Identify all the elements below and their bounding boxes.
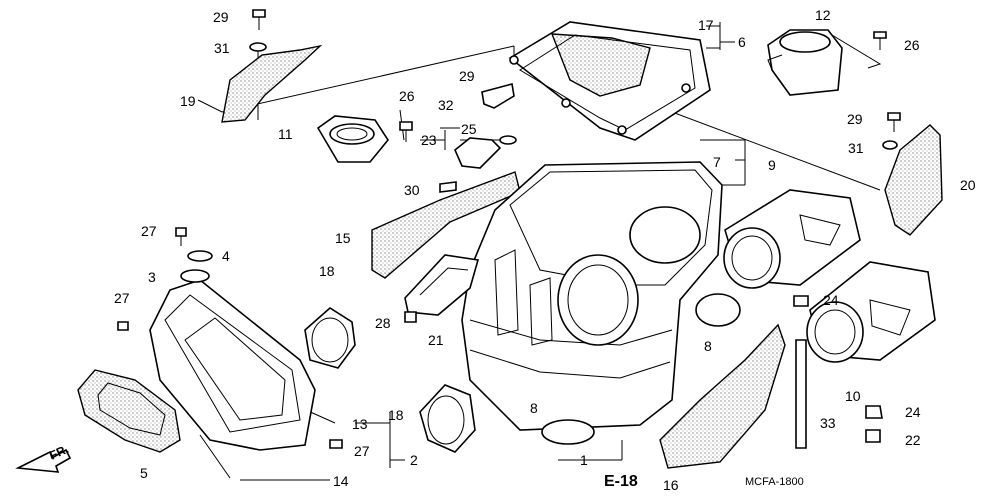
callout-22: 22 — [905, 432, 921, 448]
oring-25 — [499, 135, 517, 145]
callout-32: 32 — [438, 97, 454, 113]
callout-29c: 29 — [847, 111, 863, 127]
bolt-26-top — [873, 31, 887, 50]
callout-24b: 24 — [905, 404, 921, 420]
grommet-3 — [180, 269, 210, 283]
funnel-18-lower — [419, 384, 476, 453]
lower-case-2 — [149, 279, 316, 451]
bracket-32 — [481, 83, 515, 109]
bolt-26-mid — [399, 121, 413, 142]
callout-29b: 29 — [459, 68, 475, 84]
gasket-5 — [77, 369, 181, 453]
side-cover-20 — [884, 124, 943, 236]
callout-26b: 26 — [904, 37, 920, 53]
callout-13: 13 — [352, 416, 368, 432]
callout-16: 16 — [663, 477, 679, 493]
callout-3: 3 — [148, 269, 156, 285]
air-duct-12 — [767, 29, 843, 96]
callout-28: 28 — [375, 315, 391, 331]
callout-8b: 8 — [530, 400, 538, 416]
callout-19: 19 — [180, 93, 196, 109]
callout-27c: 27 — [354, 443, 370, 459]
seal-16 — [659, 323, 786, 469]
callout-30: 30 — [404, 182, 420, 198]
screw-27-mid — [117, 321, 129, 331]
reference-label: E-18 — [604, 473, 638, 490]
joint-11 — [316, 115, 389, 163]
callout-27b: 27 — [114, 290, 130, 306]
callout-33: 33 — [820, 415, 836, 431]
callout-8a: 8 — [704, 338, 712, 354]
washer-31-left — [249, 42, 267, 52]
callout-20: 20 — [960, 177, 976, 193]
callout-21: 21 — [428, 332, 444, 348]
bolt-30 — [439, 181, 457, 193]
oring-8-bottom — [541, 419, 595, 445]
front-direction-arrow: FR. — [15, 442, 72, 473]
valve-23 — [454, 137, 502, 169]
callout-4: 4 — [222, 248, 230, 264]
washer-31-right — [882, 140, 898, 150]
callout-12: 12 — [815, 7, 831, 23]
callout-11: 11 — [278, 126, 293, 142]
callout-15: 15 — [335, 230, 351, 246]
oring-8-right — [695, 293, 741, 327]
bolt-29-top-left — [252, 9, 266, 30]
callout-17: 17 — [698, 17, 714, 33]
callout-31b: 31 — [848, 140, 864, 156]
rod-33 — [793, 295, 809, 449]
callout-2: 2 — [410, 452, 418, 468]
screw-27-left — [175, 227, 187, 246]
callout-23: 23 — [421, 132, 437, 148]
callout-7: 7 — [713, 154, 721, 170]
filter-9 — [723, 189, 861, 289]
screw-27-lower — [329, 439, 343, 449]
callout-18a: 18 — [319, 263, 335, 279]
callout-26a: 26 — [399, 88, 415, 104]
nut-24-lower — [865, 405, 883, 419]
callout-5: 5 — [140, 465, 148, 481]
air-cleaner-housing — [461, 161, 723, 431]
nut-22 — [865, 429, 881, 443]
seal-15 — [371, 171, 521, 279]
callout-14: 14 — [333, 473, 349, 489]
screw-28 — [404, 311, 417, 323]
callout-27a: 27 — [141, 223, 157, 239]
callout-31a: 31 — [214, 40, 230, 56]
callout-labels: 29 31 19 11 26 29 32 23 25 17 6 12 26 29… — [114, 7, 976, 493]
callout-1: 1 — [580, 452, 588, 468]
washer-4 — [187, 250, 213, 262]
bolt-29-right — [887, 112, 901, 132]
air-cleaner-cover — [508, 21, 711, 141]
callout-29a: 29 — [213, 9, 229, 25]
filter-10 — [806, 261, 936, 363]
callout-25: 25 — [461, 121, 477, 137]
callout-24a: 24 — [823, 292, 839, 308]
side-cover-19 — [221, 44, 323, 123]
callout-6: 6 — [738, 34, 746, 50]
callout-10: 10 — [845, 388, 861, 404]
callout-18b: 18 — [388, 407, 404, 423]
callout-9: 9 — [768, 157, 776, 173]
diagram-code: MCFA-1800 — [745, 476, 804, 488]
funnel-18-upper — [304, 307, 356, 369]
